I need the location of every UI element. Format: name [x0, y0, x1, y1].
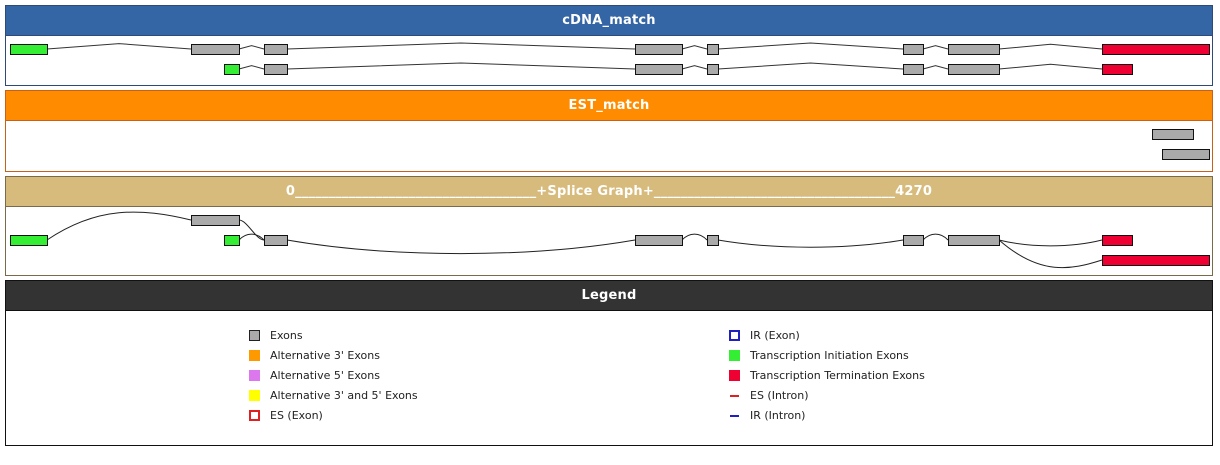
splice-edge	[922, 233, 949, 241]
splice-edge	[238, 219, 265, 241]
legend-item: Alternative 5' Exons	[249, 365, 418, 385]
exon	[1162, 149, 1210, 160]
legend-item: ES (Exon)	[249, 405, 418, 425]
legend-item: Alternative 3' and 5' Exons	[249, 385, 418, 405]
legend-item-label: Transcription Termination Exons	[750, 368, 925, 382]
exon	[264, 64, 288, 75]
termination-exon	[1102, 255, 1210, 266]
initiation-exon	[10, 235, 48, 246]
legend-item-label: IR (Exon)	[750, 328, 800, 342]
alt5-swatch-icon	[249, 369, 260, 381]
exon	[903, 64, 924, 75]
intron-line	[998, 43, 1103, 50]
termination-exon	[1102, 235, 1133, 246]
splice-edge	[998, 239, 1103, 269]
alt3-swatch-icon	[249, 349, 260, 361]
legend-item-label: Transcription Initiation Exons	[750, 348, 909, 362]
es-exon-swatch-icon	[249, 409, 260, 421]
exon	[635, 44, 683, 55]
ir-intron-swatch-icon	[729, 410, 740, 421]
intron-line	[717, 42, 904, 50]
exon	[191, 44, 240, 55]
est-match-panel: EST_match	[5, 90, 1213, 172]
intron-line	[46, 43, 192, 50]
termination-swatch-icon	[729, 369, 740, 381]
cdna-match-header: cDNA_match	[6, 6, 1212, 36]
splice-edge	[238, 233, 265, 241]
legend-item: ES (Intron)	[729, 385, 925, 405]
intron-line	[238, 65, 265, 70]
initiation-exon	[224, 235, 240, 246]
splice-graph-panel: 0____________________________________+Sp…	[5, 176, 1213, 276]
splice-edge	[46, 211, 192, 241]
termination-exon	[1102, 44, 1210, 55]
intron-line	[922, 65, 949, 70]
intron-line	[286, 62, 636, 70]
initiation-swatch-icon	[729, 349, 740, 361]
exon	[264, 44, 288, 55]
exon	[707, 64, 719, 75]
legend-item-label: IR (Intron)	[750, 408, 806, 422]
exon	[903, 235, 924, 246]
exon	[948, 44, 1000, 55]
legend-item-label: ES (Exon)	[270, 408, 323, 422]
splice-edge	[717, 239, 904, 248]
exon-swatch-icon	[249, 329, 260, 341]
legend-item: Alternative 3' Exons	[249, 345, 418, 365]
legend-header: Legend	[6, 281, 1212, 311]
exon	[635, 64, 683, 75]
intron-line	[922, 45, 949, 50]
exon	[903, 44, 924, 55]
legend-item: Transcription Initiation Exons	[729, 345, 925, 365]
initiation-exon	[10, 44, 48, 55]
legend-item-label: Alternative 5' Exons	[270, 368, 380, 382]
exon	[635, 235, 683, 246]
legend-item: IR (Exon)	[729, 325, 925, 345]
est-track-canvas	[1152, 129, 1210, 160]
intron-line	[681, 65, 708, 70]
legend-item-label: ES (Intron)	[750, 388, 809, 402]
legend-item: IR (Intron)	[729, 405, 925, 425]
initiation-exon	[224, 64, 240, 75]
es-intron-swatch-icon	[729, 390, 740, 401]
legend-item: Exons	[249, 325, 418, 345]
exon	[707, 235, 719, 246]
alt35-swatch-icon	[249, 389, 260, 401]
exon	[707, 44, 719, 55]
intron-line	[238, 45, 265, 50]
exon	[264, 235, 288, 246]
splice-edge	[286, 239, 636, 255]
legend-item-label: Alternative 3' Exons	[270, 348, 380, 362]
ir-exon-swatch-icon	[729, 329, 740, 341]
cdna-track-canvas	[10, 42, 1210, 75]
legend-item-label: Exons	[270, 328, 303, 342]
intron-line	[998, 63, 1103, 70]
legend-item: Transcription Termination Exons	[729, 365, 925, 385]
est-match-header: EST_match	[6, 91, 1212, 121]
intron-line	[681, 45, 708, 50]
intron-line	[717, 62, 904, 70]
exon	[191, 215, 240, 226]
exon	[1152, 129, 1194, 140]
splice-graph-header: 0____________________________________+Sp…	[6, 177, 1212, 207]
splice-edge	[998, 239, 1103, 247]
legend-item-label: Alternative 3' and 5' Exons	[270, 388, 418, 402]
splice-graph-canvas	[10, 211, 1210, 269]
exon	[948, 235, 1000, 246]
exon	[948, 64, 1000, 75]
intron-line	[286, 42, 636, 50]
splice-edge	[681, 233, 708, 241]
termination-exon	[1102, 64, 1133, 75]
cdna-match-panel: cDNA_match	[5, 5, 1213, 86]
